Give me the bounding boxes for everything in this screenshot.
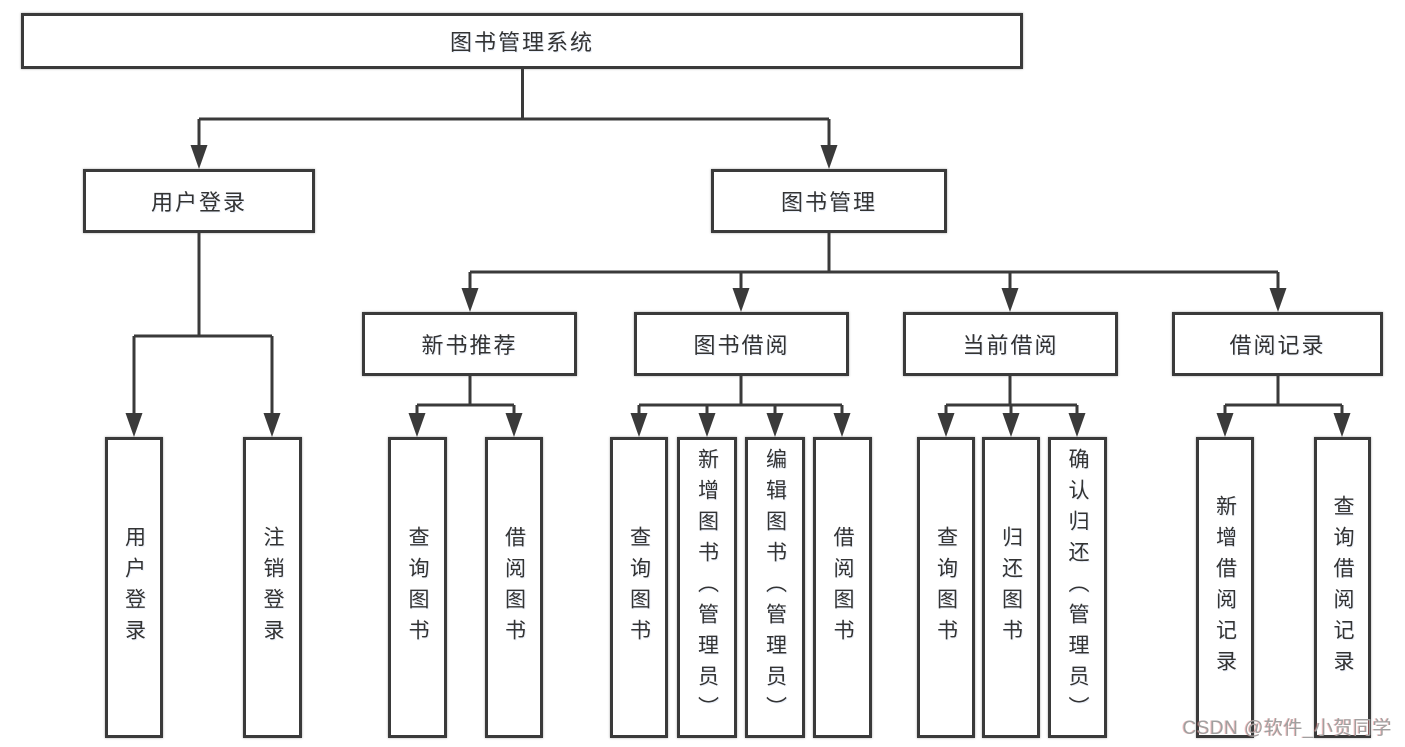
leaf-recommend-query-book: 查询图书 [388,437,447,738]
node-borrowing-records-label: 借阅记录 [1229,333,1326,358]
leaf-user-login: 用户登录 [105,437,163,738]
leaf-add-book-admin-label: 新增图书（管理员） [695,448,719,727]
node-library-system-label: 图书管理系统 [449,30,594,55]
leaf-query-borrow-record: 查询借阅记录 [1314,437,1371,738]
leaf-borrowing-query-book: 查询图书 [610,437,668,738]
leaf-recommend-borrow-book: 借阅图书 [485,437,543,738]
node-new-book-recommend: 新书推荐 [362,312,577,376]
leaf-confirm-return-admin: 确认归还（管理员） [1048,437,1107,738]
tree-edges [132,69,1344,420]
leaf-current-query-book: 查询图书 [917,437,975,738]
node-book-management-label: 图书管理 [780,190,877,215]
leaf-edit-book-admin-label: 编辑图书（管理员） [763,448,787,727]
leaf-borrowing-borrow-book: 借阅图书 [813,437,872,738]
leaf-borrowing-borrow-book-label: 借阅图书 [831,525,854,650]
leaf-return-book: 归还图书 [982,437,1040,738]
leaf-user-login-label: 用户登录 [122,525,146,650]
leaf-add-borrow-record-label: 新增借阅记录 [1213,494,1237,681]
leaf-query-borrow-record-label: 查询借阅记录 [1331,494,1354,681]
node-user-login-label: 用户登录 [150,190,247,215]
node-book-management: 图书管理 [711,169,947,233]
leaf-logout: 注销登录 [243,437,302,738]
leaf-borrowing-query-book-label: 查询图书 [627,525,651,650]
node-book-borrowing-label: 图书借阅 [693,333,790,358]
leaf-return-book-label: 归还图书 [999,525,1023,650]
leaf-add-borrow-record: 新增借阅记录 [1196,437,1254,738]
node-library-system: 图书管理系统 [21,13,1023,69]
leaf-current-query-book-label: 查询图书 [934,525,958,650]
node-borrowing-records: 借阅记录 [1172,312,1383,376]
node-current-borrowing-label: 当前借阅 [962,333,1059,358]
node-new-book-recommend-label: 新书推荐 [421,333,518,358]
leaf-confirm-return-admin-label: 确认归还（管理员） [1066,448,1089,727]
csdn-watermark: CSDN @软件_小贺同学 [1182,718,1392,739]
arrowheads [125,145,1351,437]
leaf-edit-book-admin: 编辑图书（管理员） [745,437,805,738]
leaf-add-book-admin: 新增图书（管理员） [677,437,737,738]
node-user-login: 用户登录 [83,169,315,233]
leaf-recommend-query-book-label: 查询图书 [406,525,429,650]
leaf-recommend-borrow-book-label: 借阅图书 [502,525,526,650]
leaf-logout-label: 注销登录 [261,525,284,650]
node-book-borrowing: 图书借阅 [634,312,849,376]
node-current-borrowing: 当前借阅 [903,312,1118,376]
